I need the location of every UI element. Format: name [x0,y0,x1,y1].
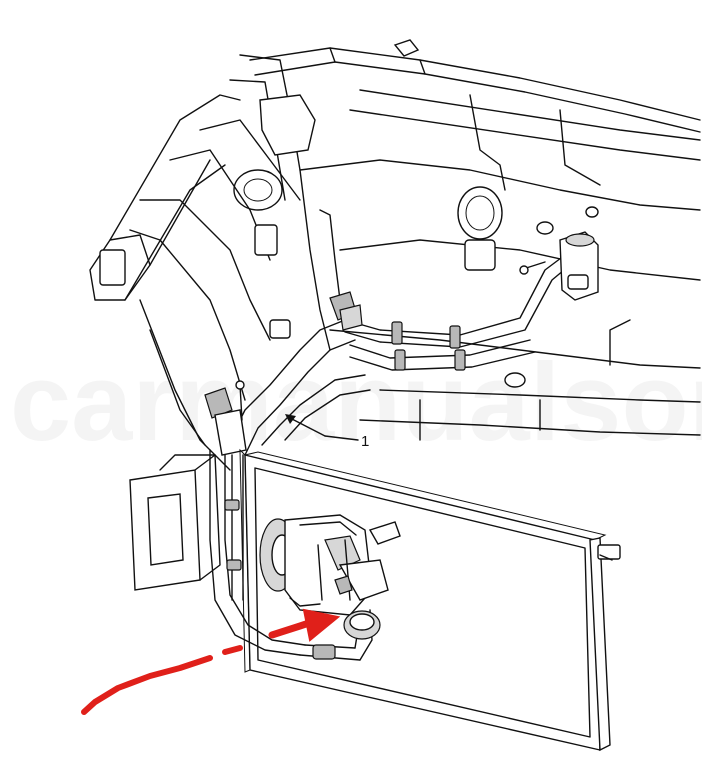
ac-refrigerant-lines [204,231,599,661]
radiator-support-bracket [129,454,221,591]
condenser [239,448,621,752]
callout-1: 1 [285,414,369,450]
ac-compressor [259,514,401,640]
callout-1-label: 1 [361,433,369,450]
frame-rail [89,94,241,471]
firewall [299,159,701,441]
watermark: carmanualsonline [10,341,702,464]
red-annotation [81,608,341,715]
strut-tower [129,54,341,401]
